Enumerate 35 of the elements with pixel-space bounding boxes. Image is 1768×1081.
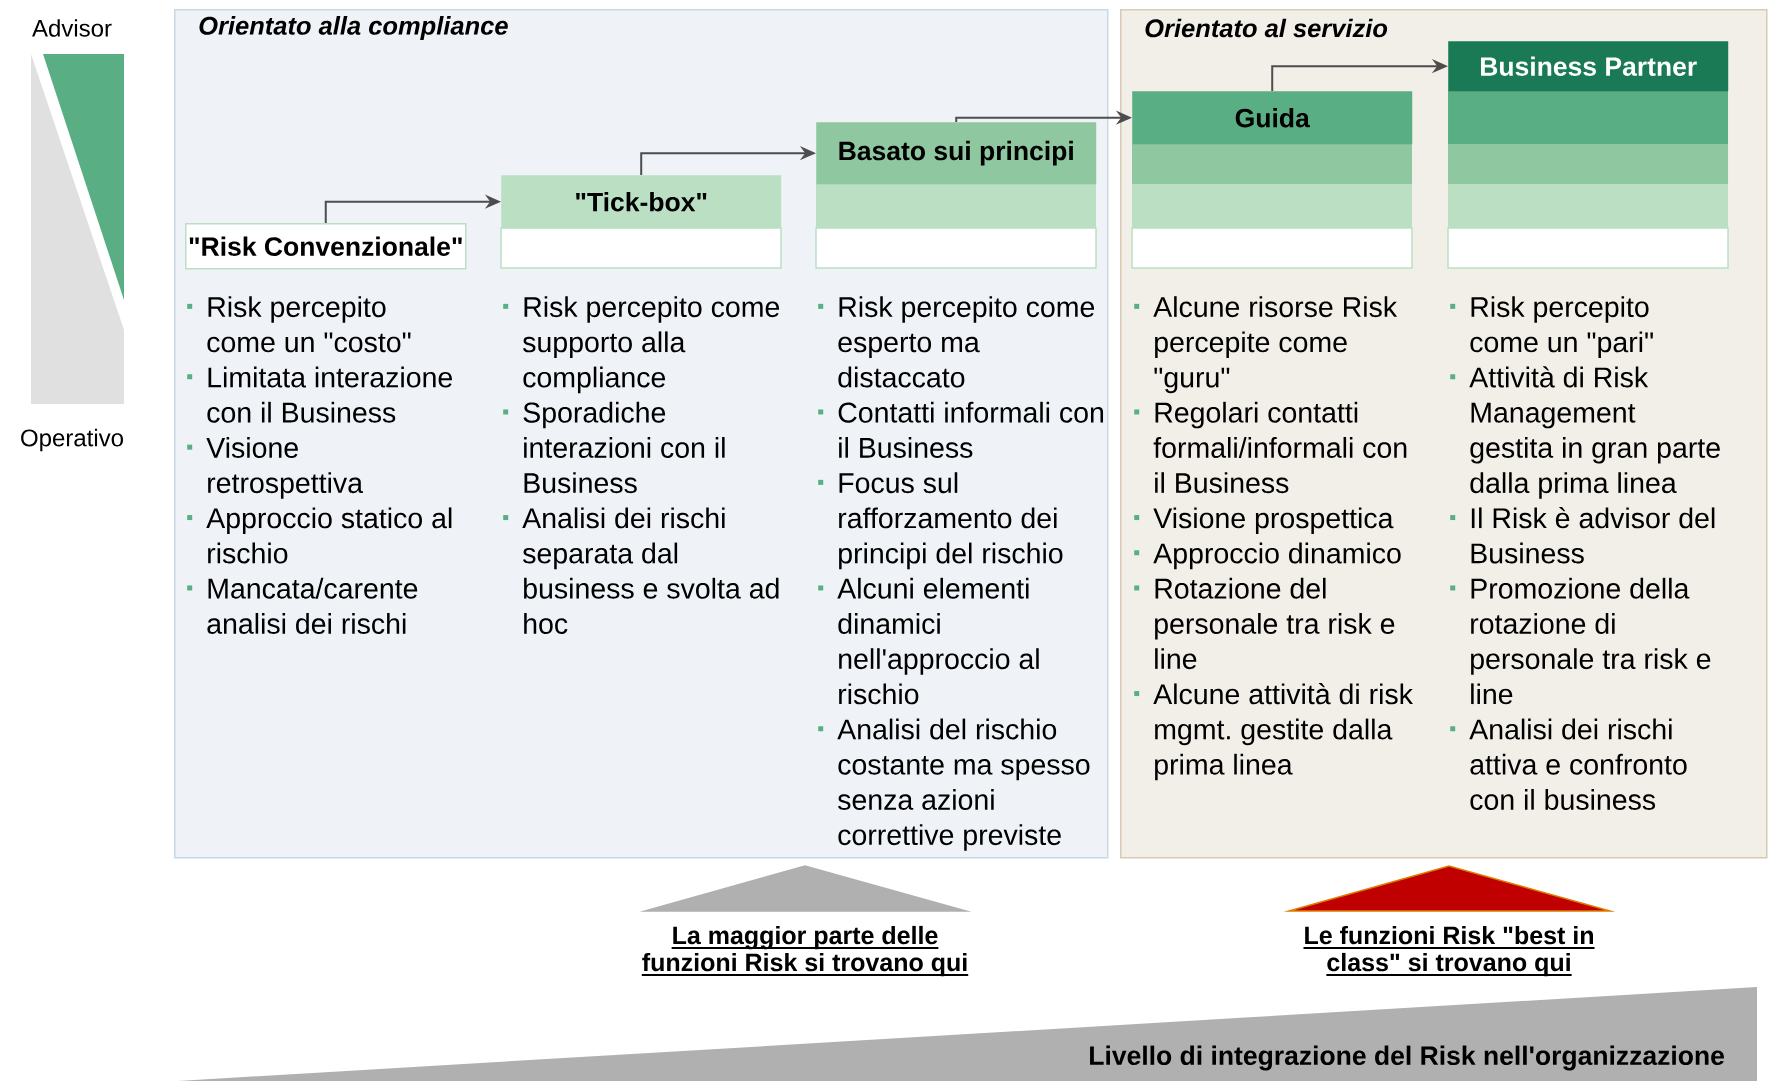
list-item: Il Risk è advisor del Business [1450, 507, 1715, 564]
scale-label: Operativo [21, 428, 123, 452]
list-item: Risk percepito come supporto alla compliance [503, 296, 780, 394]
list-item: Visione prospettica [1134, 507, 1394, 534]
scale-label: Advisor [32, 19, 112, 37]
note-text: La maggior parte delle funzioni Risk si trovano qui [640, 925, 970, 977]
stage-box: Basato sui principi [815, 122, 1097, 269]
list-item: Contatti informali con il Business [818, 401, 1103, 458]
list-item: Approccio statico al rischio [187, 507, 452, 564]
node-label: Business Partner [1481, 56, 1697, 76]
list-item: Visione retrospettiva [187, 437, 363, 499]
note-text: Le funzioni Risk "best in class" si trovano qui [1302, 925, 1596, 977]
list-item: Alcuni elementi dinamici nell'approccio al rischio [818, 577, 1039, 705]
list-item: Alcune risorse Risk percepite come "guru" [1134, 296, 1398, 394]
list-item: Rotazione del personale tra risk e line [1134, 577, 1395, 670]
list-item: Regolari contatti formali/informali con il Business [1134, 401, 1407, 494]
list-item: Analisi dei rischi attiva e confronto con il business [1450, 718, 1687, 810]
list-item: Mancata/carente analisi dei rischi [187, 577, 418, 634]
list-item: Sporadiche interazioni con il Business [503, 401, 725, 494]
list-item: Risk percepito come un "pari" [1450, 296, 1653, 358]
list-item: Limitata interazione con il Business [187, 366, 452, 423]
list-item: Focus sul rafforzamento dei principi del rischio [818, 472, 1063, 570]
list-item: Promozione della rotazione di personale tra risk e line [1450, 577, 1711, 705]
list-item: Analisi dei rischi separata dal business e svolta ad hoc [503, 507, 779, 634]
ramp-label: Livello di integrazione del Risk nell'organizzazione [1090, 1045, 1724, 1071]
list-item: Attività di Risk Management gestita in gran parte dalla prima linea [1450, 366, 1720, 499]
stage-box: Business Partner [1447, 41, 1729, 269]
list-item: Approccio dinamico [1134, 542, 1401, 570]
list-item: Risk percepito come esperto ma distaccato [818, 296, 1095, 388]
list-item: Alcune attività di risk mgmt. gestite dalla prima linea [1134, 683, 1413, 781]
list-item: Risk percepito come un "costo" [187, 296, 411, 353]
stage-box: "Tick-box" [500, 175, 782, 269]
list-item: Analisi del rischio costante ma spesso senza azioni correttive previste [818, 718, 1090, 851]
stage-box: "Risk Convenzionale" [185, 223, 467, 270]
stage-box: Guida [1131, 91, 1413, 269]
